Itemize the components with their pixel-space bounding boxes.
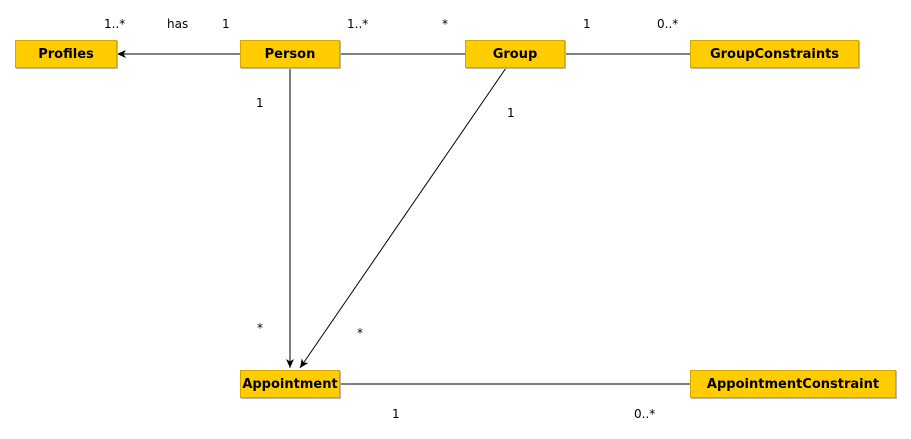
class-appointment-constraint[interactable]: AppointmentConstraint [690,370,896,398]
class-group-constraints-label: GroupConstraints [709,46,840,62]
group-appointment-target-multiplicity-label: * [357,326,363,340]
class-group-constraints[interactable]: GroupConstraints [690,40,859,68]
class-appointment-constraint-label: AppointmentConstraint [706,376,880,392]
edge-group-appointment [299,67,507,369]
profiles-multiplicity-label: 1..* [104,17,126,31]
class-group[interactable]: Group [465,40,565,68]
class-appointment[interactable]: Appointment [240,370,340,398]
class-appointment-label: Appointment [242,376,338,392]
class-profiles[interactable]: Profiles [15,40,117,68]
class-profiles-label: Profiles [38,46,94,62]
person-appointment-source-multiplicity-label: 1 [256,96,264,110]
group-constraints-target-multiplicity-label: 0..* [657,17,679,31]
person-group-target-multiplicity-label: * [442,17,448,31]
person-appointment-target-multiplicity-label: * [257,321,263,335]
group-appointment-source-multiplicity-label: 1 [507,106,515,120]
person-group-source-multiplicity-label: 1..* [347,17,369,31]
appointment-constraint-source-multiplicity-label: 1 [392,407,400,421]
has-relation-label: has [167,17,189,31]
class-person-label: Person [264,46,316,62]
class-group-label: Group [492,46,538,62]
person-has-multiplicity-label: 1 [222,17,230,31]
class-person[interactable]: Person [240,40,340,68]
group-constraints-source-multiplicity-label: 1 [583,17,591,31]
appointment-constraint-target-multiplicity-label: 0..* [634,407,656,421]
